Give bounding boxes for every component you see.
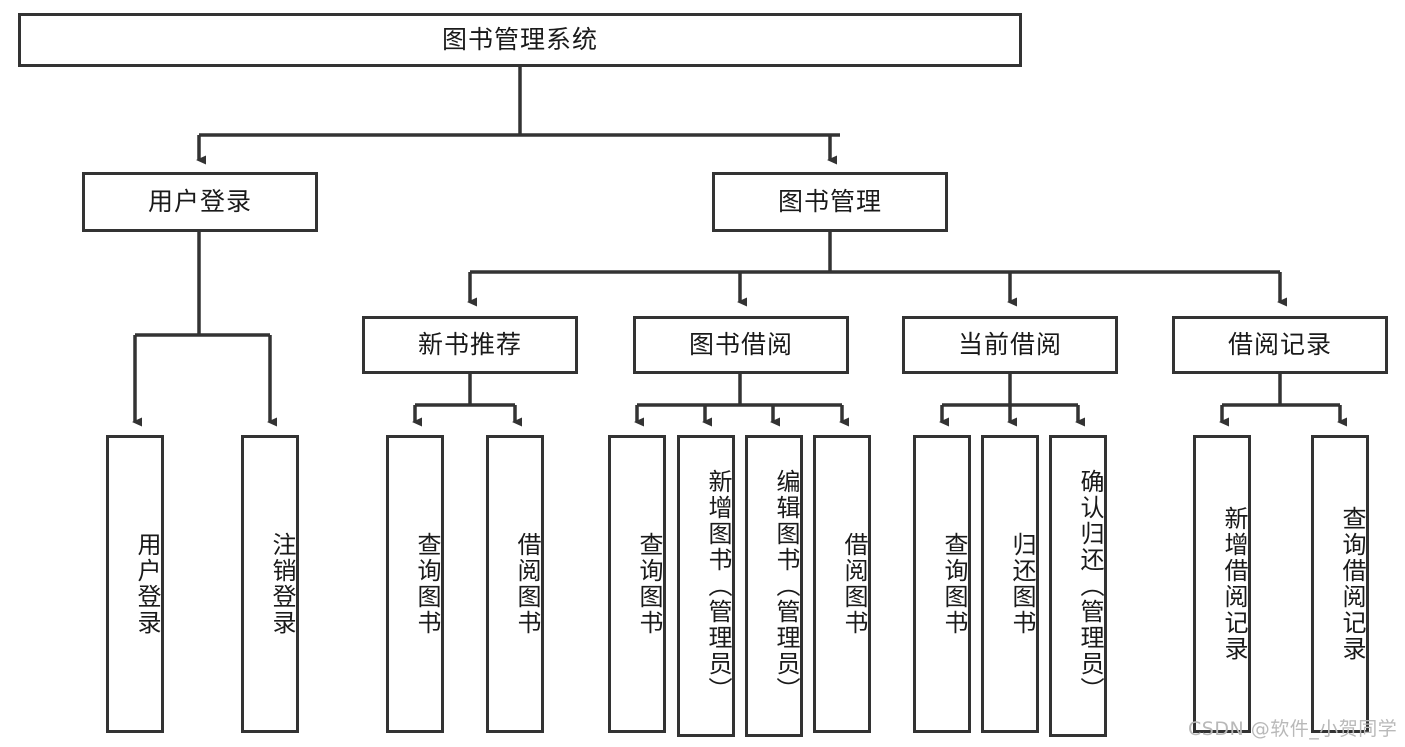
leaf-borrow-borrow-book[interactable]: 借阅图书 xyxy=(813,435,871,733)
node-label: 借阅记录 xyxy=(1227,330,1332,360)
leaf-record-query-record[interactable]: 查询借阅记录 xyxy=(1311,435,1369,733)
leaf-new-book-borrow[interactable]: 借阅图书 xyxy=(486,435,544,733)
leaf-user-login-login[interactable]: 用户登录 xyxy=(106,435,164,733)
node-label: 当前借阅 xyxy=(957,330,1062,360)
leaf-current-confirm-return-admin[interactable]: 确认归还（管理员） xyxy=(1049,435,1107,737)
node-label: 图书管理系统 xyxy=(441,25,598,55)
leaf-user-login-logout[interactable]: 注销登录 xyxy=(241,435,299,733)
leaf-record-add-record[interactable]: 新增借阅记录 xyxy=(1193,435,1251,733)
node-label: 查询借阅记录 xyxy=(1338,506,1366,662)
node-user-login[interactable]: 用户登录 xyxy=(82,172,318,232)
node-book-borrow[interactable]: 图书借阅 xyxy=(633,316,849,374)
node-label: 查询图书 xyxy=(940,532,968,636)
csdn-watermark: CSDN @软件_小贺同学 xyxy=(1188,718,1398,740)
node-label: 图书管理 xyxy=(777,187,882,217)
node-label: 查询图书 xyxy=(413,532,441,636)
leaf-current-return-book[interactable]: 归还图书 xyxy=(981,435,1039,733)
leaf-current-query-book[interactable]: 查询图书 xyxy=(913,435,971,733)
leaf-borrow-edit-book-admin[interactable]: 编辑图书（管理员） xyxy=(745,435,803,737)
leaf-borrow-add-book-admin[interactable]: 新增图书（管理员） xyxy=(677,435,735,737)
node-new-book-recommend[interactable]: 新书推荐 xyxy=(362,316,578,374)
node-label: 注销登录 xyxy=(268,532,296,636)
node-label: 用户登录 xyxy=(133,532,161,636)
node-borrow-record[interactable]: 借阅记录 xyxy=(1172,316,1388,374)
node-current-borrow[interactable]: 当前借阅 xyxy=(902,316,1118,374)
node-label: 借阅图书 xyxy=(840,532,868,636)
node-label: 用户登录 xyxy=(147,187,252,217)
node-label: 借阅图书 xyxy=(513,532,541,636)
node-label: 新增图书（管理员） xyxy=(704,469,732,703)
node-label: 图书借阅 xyxy=(688,330,793,360)
node-label: 确认归还（管理员） xyxy=(1076,469,1104,703)
node-book-management[interactable]: 图书管理 xyxy=(712,172,948,232)
node-root-system[interactable]: 图书管理系统 xyxy=(18,13,1022,67)
node-label: 编辑图书（管理员） xyxy=(772,469,800,703)
leaf-new-book-query[interactable]: 查询图书 xyxy=(386,435,444,733)
node-label: 查询图书 xyxy=(635,532,663,636)
node-label: 新增借阅记录 xyxy=(1220,506,1248,662)
node-label: 归还图书 xyxy=(1008,532,1036,636)
leaf-borrow-query-book[interactable]: 查询图书 xyxy=(608,435,666,733)
node-label: 新书推荐 xyxy=(417,330,522,360)
